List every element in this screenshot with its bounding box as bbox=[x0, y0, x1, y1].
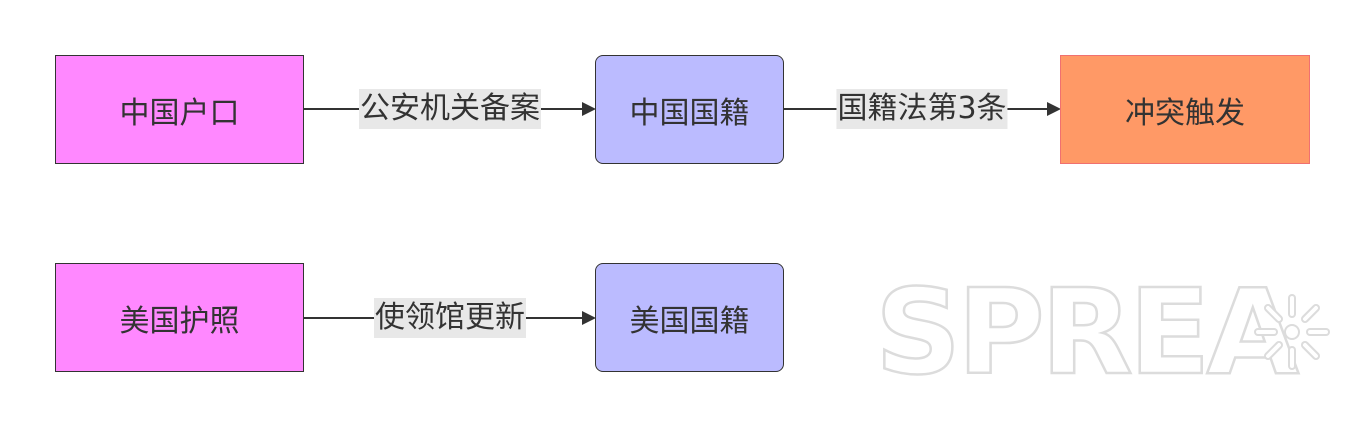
node-conflict-triggered[interactable]: 冲突触发 bbox=[1060, 55, 1310, 164]
node-conflict-triggered-label: 冲突触发 bbox=[1125, 95, 1245, 131]
node-us-passport[interactable]: 美国护照 bbox=[55, 263, 304, 372]
sun-burst-icon bbox=[1254, 294, 1330, 370]
edge-label-police-record: 公安机关备案 bbox=[359, 89, 541, 129]
node-us-passport-label: 美国护照 bbox=[119, 303, 240, 339]
node-us-nationality-label: 美国国籍 bbox=[629, 303, 750, 339]
node-china-nationality[interactable]: 中国国籍 bbox=[595, 55, 784, 164]
edge-label-nationality-law: 国籍法第3条 bbox=[836, 89, 1008, 129]
node-china-nationality-label: 中国国籍 bbox=[629, 95, 750, 131]
node-us-nationality[interactable]: 美国国籍 bbox=[595, 263, 784, 372]
node-china-hukou-label: 中国户口 bbox=[119, 95, 240, 131]
node-china-hukou[interactable]: 中国户口 bbox=[55, 55, 304, 164]
svg-text:SPREA: SPREA bbox=[875, 263, 1299, 401]
edge-label-consulate-renewal: 使领馆更新 bbox=[374, 298, 526, 338]
